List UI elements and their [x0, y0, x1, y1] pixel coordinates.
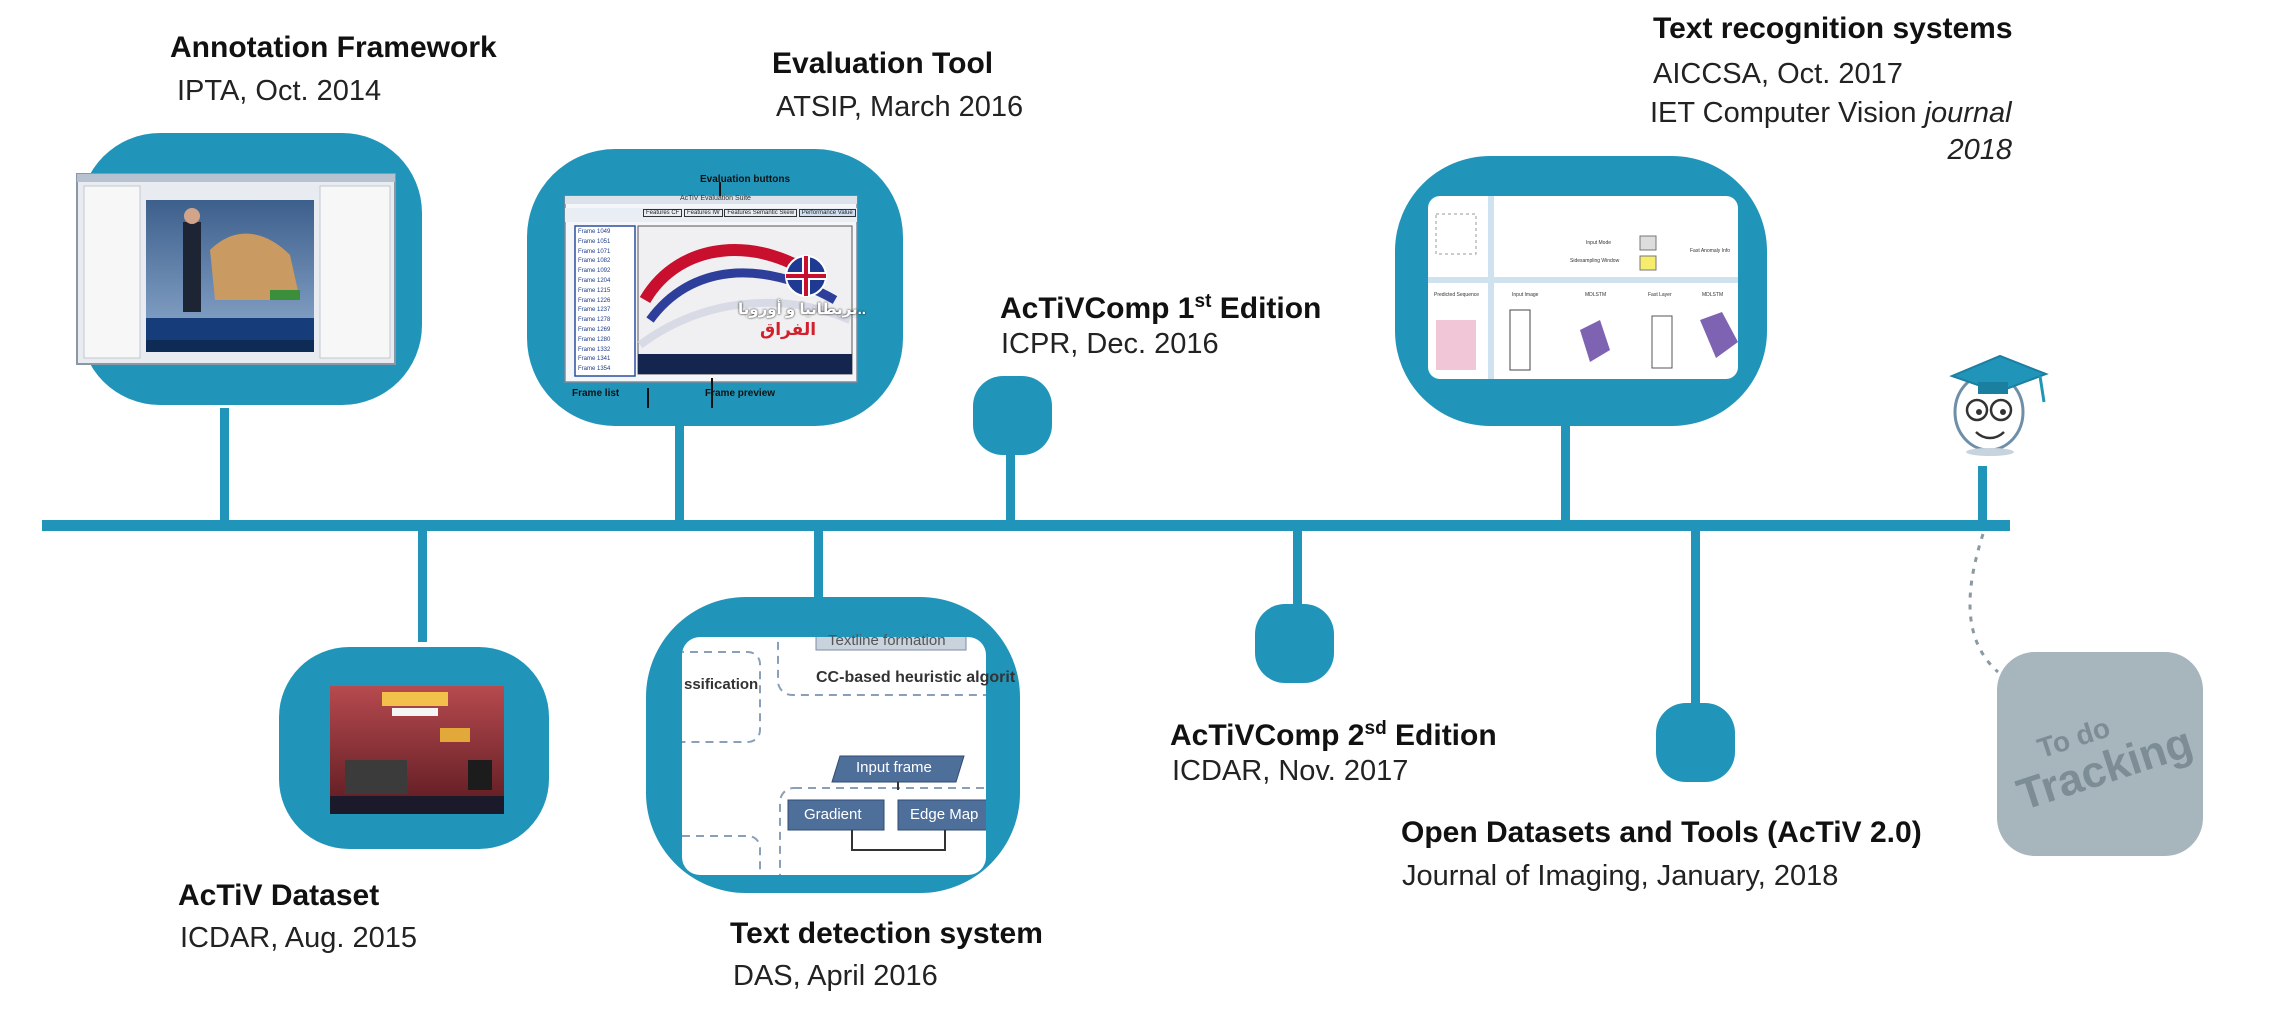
frame-list-item: Frame 1280 [578, 336, 611, 343]
frame-list-item: Frame 1269 [578, 326, 611, 333]
arabic-caption-2: الفراق [760, 320, 817, 339]
recognition-venue2-year: 2018 [1947, 134, 2012, 166]
graduate-smiley-icon [1949, 354, 2049, 456]
evaluation-toolbar: Features CF Features IW Features Semanti… [643, 209, 856, 217]
recognition-venue2-prefix: IET Computer Vision [1650, 97, 1925, 129]
recognition-l4: Predicted Sequence [1434, 292, 1480, 298]
comp1-title-rest: Edition [1211, 292, 1322, 325]
recognition-l1: Input Mode [1586, 240, 1612, 246]
annotation-venue: IPTA, Oct. 2014 [177, 75, 382, 107]
evaluation-title: Evaluation Tool [772, 47, 994, 80]
eval-btn-2: Features IW [684, 209, 723, 217]
connector-open [1691, 530, 1700, 703]
recognition-title: Text recognition systems [1653, 12, 2013, 45]
recognition-l8: MDLSTM [1702, 292, 1724, 298]
node-annotation [76, 133, 422, 405]
frame-list-item: Frame 1071 [578, 248, 611, 255]
connector-annotation [220, 408, 229, 522]
connector-dataset [418, 530, 427, 642]
frame-list-item: Frame 1332 [578, 346, 611, 353]
comp2-title-main: AcTiVComp 2 [1170, 719, 1365, 752]
future-tracking-text: To do Tracking [1971, 625, 2230, 883]
comp1-title: AcTiVComp 1st Edition [1000, 283, 1321, 328]
connector-future [1978, 466, 1987, 522]
evaluation-buttons-label: Evaluation buttons [700, 174, 790, 185]
node-comp2 [1255, 604, 1334, 683]
frame-preview-label: Frame preview [705, 388, 776, 399]
recognition-l3: Fast Anomaly Info [1690, 248, 1731, 254]
frame-list-item: Frame 1226 [578, 297, 611, 304]
frame-list-item: Frame 1278 [578, 317, 611, 324]
detection-venue: DAS, April 2016 [733, 960, 938, 992]
node-dataset [279, 647, 549, 849]
comp1-venue: ICPR, Dec. 2016 [1001, 328, 1219, 360]
comp2-title: AcTiVComp 2sd Edition [1170, 710, 1497, 755]
node-detection [646, 597, 1020, 893]
recognition-venue: AICCSA, Oct. 2017 [1653, 58, 1903, 90]
node-comp1 [973, 376, 1052, 455]
node-recognition [1395, 156, 1767, 426]
connector-evaluation [675, 425, 684, 522]
detection-title: Text detection system [730, 917, 1043, 950]
open-venue: Journal of Imaging, January, 2018 [1402, 860, 1839, 892]
dataset-title: AcTiV Dataset [178, 879, 380, 912]
recognition-l7: Fast Layer [1648, 292, 1672, 298]
frame-list-item: Frame 1092 [578, 268, 611, 275]
comp1-title-main: AcTiVComp 1 [1000, 292, 1195, 325]
dataset-venue: ICDAR, Aug. 2015 [180, 922, 417, 954]
connector-comp2 [1293, 530, 1302, 606]
frame-list-item: Frame 1204 [578, 277, 611, 284]
frame-list-label: Frame list [572, 388, 620, 399]
frame-list-item: Frame 1341 [578, 356, 611, 363]
node-evaluation [527, 149, 903, 426]
comp2-venue: ICDAR, Nov. 2017 [1172, 755, 1409, 787]
eval-btn-1: Features CF [643, 209, 683, 217]
frame-list-item: Frame 1354 [578, 366, 611, 373]
detection-edge-map: Edge Map [910, 806, 979, 823]
connector-comp1 [1006, 455, 1015, 522]
detection-heuristic: CC-based heuristic algorit [816, 669, 1016, 686]
eval-btn-3: Features Semantic Skew [724, 209, 798, 217]
annotation-title: Annotation Framework [170, 31, 497, 64]
recognition-l2: Sidesampling Window [1570, 258, 1620, 264]
detection-input-frame: Input frame [856, 759, 932, 776]
timeline-axis [42, 520, 2010, 531]
evaluation-window-title: AcTiV Evaluation Suite [680, 195, 751, 202]
frame-list-item: Frame 1237 [578, 307, 611, 314]
recognition-l5: Input Image [1512, 292, 1539, 298]
frame-list-item: Frame 1049 [578, 229, 611, 235]
detection-gradient: Gradient [804, 806, 862, 823]
comp2-title-sup: sd [1364, 718, 1387, 739]
frame-list-item: Frame 1082 [578, 258, 611, 265]
connector-recognition [1561, 426, 1570, 522]
recognition-venue2: IET Computer Vision journal [1650, 95, 2012, 131]
node-open [1656, 703, 1735, 782]
comp2-title-rest: Edition [1386, 719, 1497, 752]
connector-detection [814, 530, 823, 597]
open-title: Open Datasets and Tools (AcTiV 2.0) [1401, 816, 1922, 849]
recognition-venue2-italic: journal [1924, 97, 2012, 129]
detection-box-top: Textline formation [828, 632, 946, 649]
detection-classification: ssification [684, 676, 759, 693]
future-tracking-box: To do Tracking [1997, 652, 2203, 856]
arabic-caption-1: بريطانيا و أوروبا.. [738, 301, 866, 318]
frame-list-item: Frame 1215 [578, 287, 611, 294]
eval-btn-4: Performance Value [798, 209, 856, 217]
recognition-l6: MDLSTM [1585, 292, 1607, 298]
dashed-future-link [1968, 533, 1999, 674]
frame-list-item: Frame 1051 [578, 238, 611, 245]
evaluation-venue: ATSIP, March 2016 [776, 91, 1024, 123]
comp1-title-sup: st [1194, 291, 1212, 312]
